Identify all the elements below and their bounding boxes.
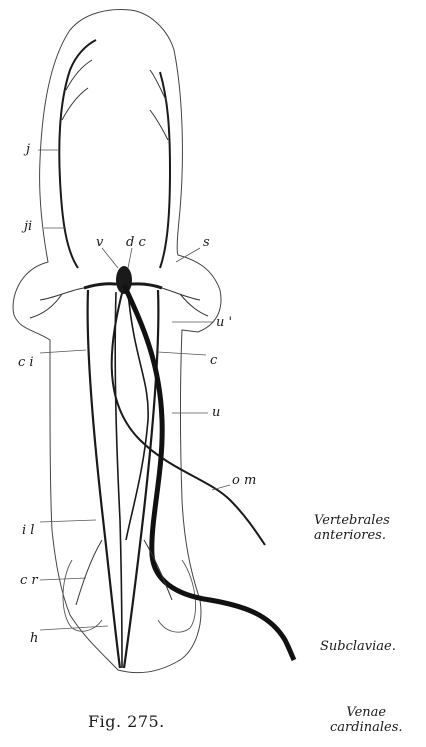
embryo-body-outline: [13, 10, 221, 673]
label-v: v: [96, 236, 103, 249]
label-u-prime: u ': [216, 316, 232, 329]
label-ji: ji: [24, 220, 32, 233]
vein-subclavian-left: [30, 288, 84, 318]
label-il: i l: [22, 524, 34, 537]
label-cr: c r: [20, 574, 38, 587]
legend-cardinales: Venae cardinales.: [330, 706, 403, 736]
legend-vertebrales-line1: Vertebrales: [314, 514, 390, 529]
legend-subclaviae: Subclaviae.: [320, 640, 396, 655]
legend-vertebrales-line2: anteriores.: [314, 529, 390, 544]
legend-cardinales-line1: Venae: [330, 706, 403, 721]
label-u: u: [212, 406, 220, 419]
vein-thick-main: [124, 285, 294, 660]
vein-subclavian-right: [162, 288, 208, 316]
vein-omphalomesenteric: [112, 285, 265, 545]
label-om: o m: [232, 474, 256, 487]
label-dc: d c: [126, 236, 146, 249]
leader-lines: [38, 150, 230, 630]
vein-jugular-right: [160, 72, 170, 268]
left-fin-outline: [63, 560, 102, 631]
legend-cardinales-line2: cardinales.: [330, 721, 403, 736]
label-ci: c i: [18, 356, 34, 369]
label-c: c: [210, 354, 217, 367]
vein-cardinal-right: [124, 290, 158, 668]
label-s: s: [203, 236, 210, 249]
figure-caption: Fig. 275.: [88, 712, 165, 731]
label-j: j: [26, 143, 30, 156]
vein-head-branches: [62, 60, 168, 140]
vein-cardinal-inner-left: [115, 292, 122, 668]
legend-vertebrales: Vertebrales anteriores.: [314, 514, 390, 544]
vein-jugular-left: [59, 40, 96, 268]
label-h: h: [30, 632, 38, 645]
